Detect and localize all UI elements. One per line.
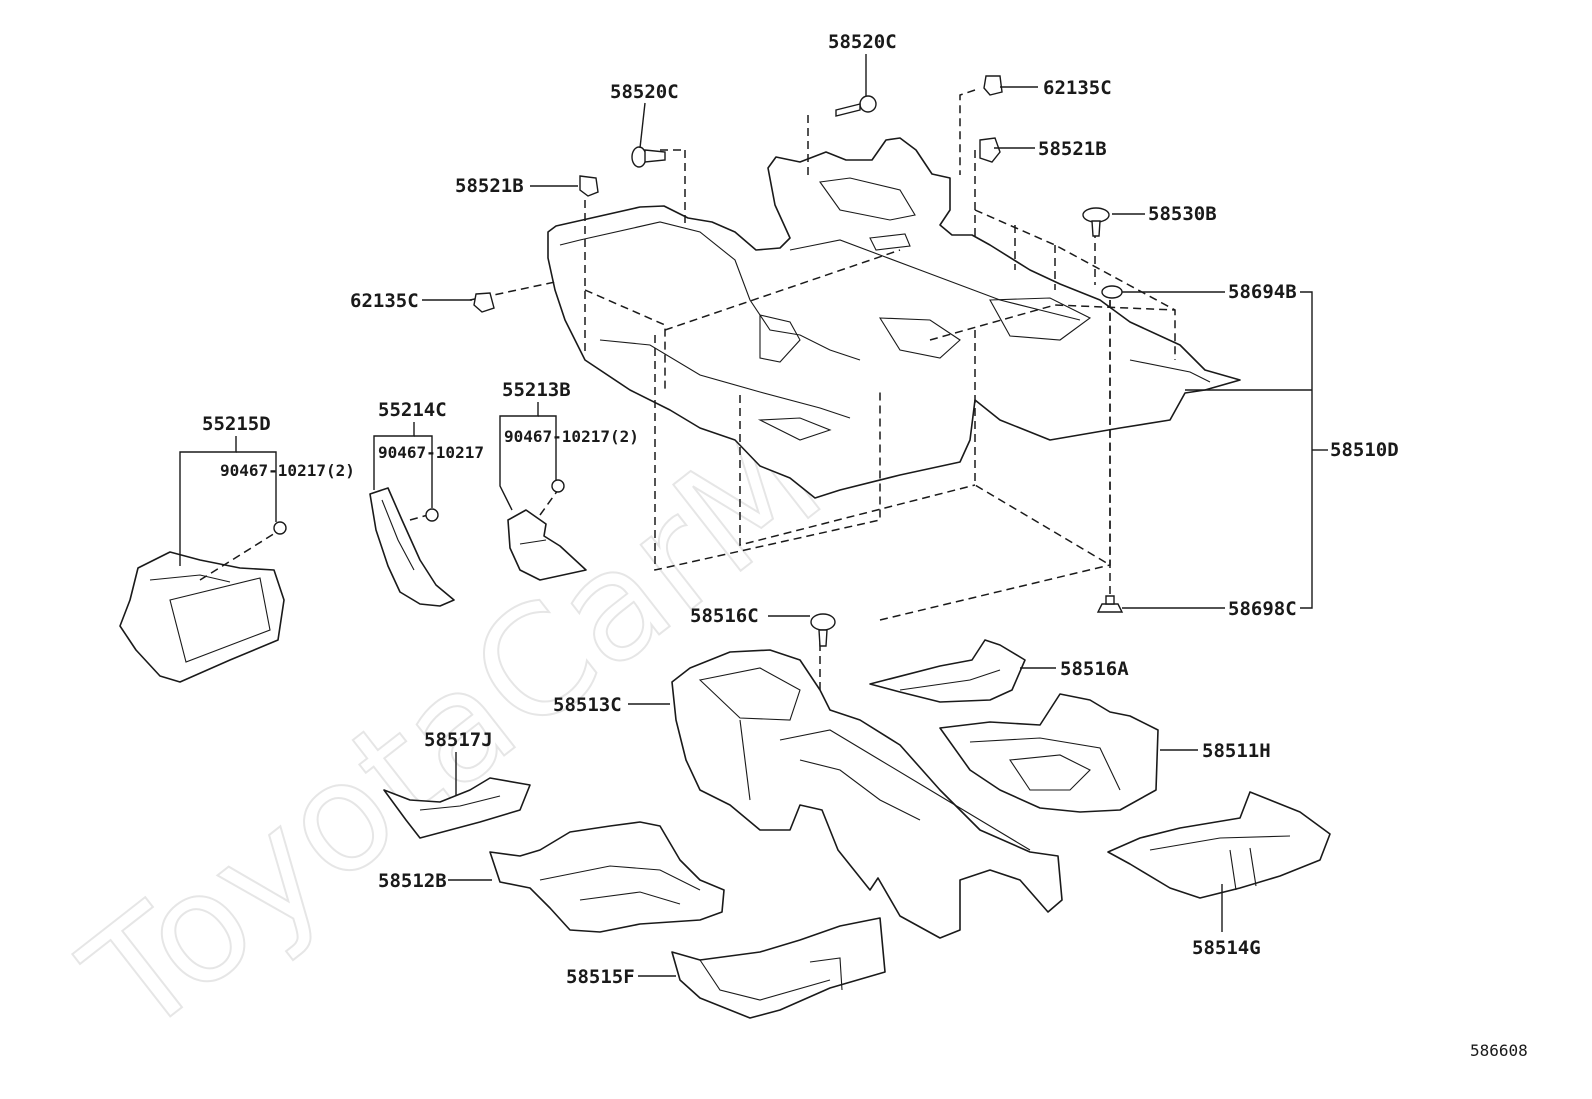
label-62135C-left[interactable]: 62135C	[350, 290, 419, 312]
label-58530B[interactable]: 58530B	[1148, 203, 1217, 225]
label-58520C-left[interactable]: 58520C	[610, 81, 679, 103]
label-58514G[interactable]: 58514G	[1192, 937, 1261, 959]
label-55214C[interactable]: 55214C	[378, 399, 447, 421]
label-58510D[interactable]: 58510D	[1330, 439, 1399, 461]
panel-58516A[interactable]	[869, 639, 1026, 703]
clip-58521B-left-icon[interactable]	[579, 175, 599, 197]
clip-62135C-top-icon[interactable]	[983, 75, 1003, 96]
diagram-id: 586608	[1470, 1041, 1528, 1060]
label-58516A[interactable]: 58516A	[1060, 658, 1129, 680]
label-58512B[interactable]: 58512B	[378, 870, 447, 892]
label-58521B-right[interactable]: 58521B	[1038, 138, 1107, 160]
label-58516C[interactable]: 58516C	[690, 605, 759, 627]
label-55214C-clip[interactable]: 90467-10217	[378, 443, 484, 462]
part-labels: 58520C 58520C 62135C 58521B 58521B 58530…	[202, 31, 1528, 1060]
label-58694B[interactable]: 58694B	[1228, 281, 1297, 303]
label-58515F[interactable]: 58515F	[566, 966, 635, 988]
carpet-58513C[interactable]	[671, 649, 1063, 939]
panel-55214C[interactable]	[369, 487, 455, 607]
label-55215D-clip[interactable]: 90467-10217(2)	[220, 461, 355, 480]
carpet-58515F[interactable]	[671, 917, 886, 1019]
label-58511H[interactable]: 58511H	[1202, 740, 1271, 762]
label-58517J[interactable]: 58517J	[424, 729, 493, 751]
carpet-58512B[interactable]	[489, 821, 725, 933]
leader-lines	[179, 54, 1328, 977]
clip-58520C-top-icon[interactable]	[835, 95, 877, 117]
clip-58521B-right-icon[interactable]	[979, 137, 1001, 163]
clip-58530B-icon[interactable]	[1082, 207, 1110, 237]
clip-58516C-icon[interactable]	[810, 613, 836, 647]
label-55215D[interactable]: 55215D	[202, 413, 271, 435]
panel-55215D[interactable]	[119, 521, 287, 683]
clip-62135C-left-icon[interactable]	[473, 292, 495, 313]
clip-58520C-left-icon[interactable]	[631, 146, 666, 168]
label-58520C-top[interactable]: 58520C	[828, 31, 897, 53]
label-58513C[interactable]: 58513C	[553, 694, 622, 716]
label-62135C-top[interactable]: 62135C	[1043, 77, 1112, 99]
label-55213B-clip[interactable]: 90467-10217(2)	[504, 427, 639, 446]
main-floor-carpet[interactable]	[547, 137, 1241, 499]
clip-58698C-icon[interactable]	[1096, 595, 1124, 613]
carpet-58511H[interactable]	[939, 693, 1159, 813]
label-58698C[interactable]: 58698C	[1228, 598, 1297, 620]
panel-55213B[interactable]	[507, 479, 587, 581]
panel-58517J[interactable]	[383, 777, 531, 839]
clip-58694B-icon[interactable]	[1101, 285, 1123, 299]
carpet-58514G[interactable]	[1107, 791, 1331, 899]
label-55213B[interactable]: 55213B	[502, 379, 571, 401]
label-58521B-left[interactable]: 58521B	[455, 175, 524, 197]
